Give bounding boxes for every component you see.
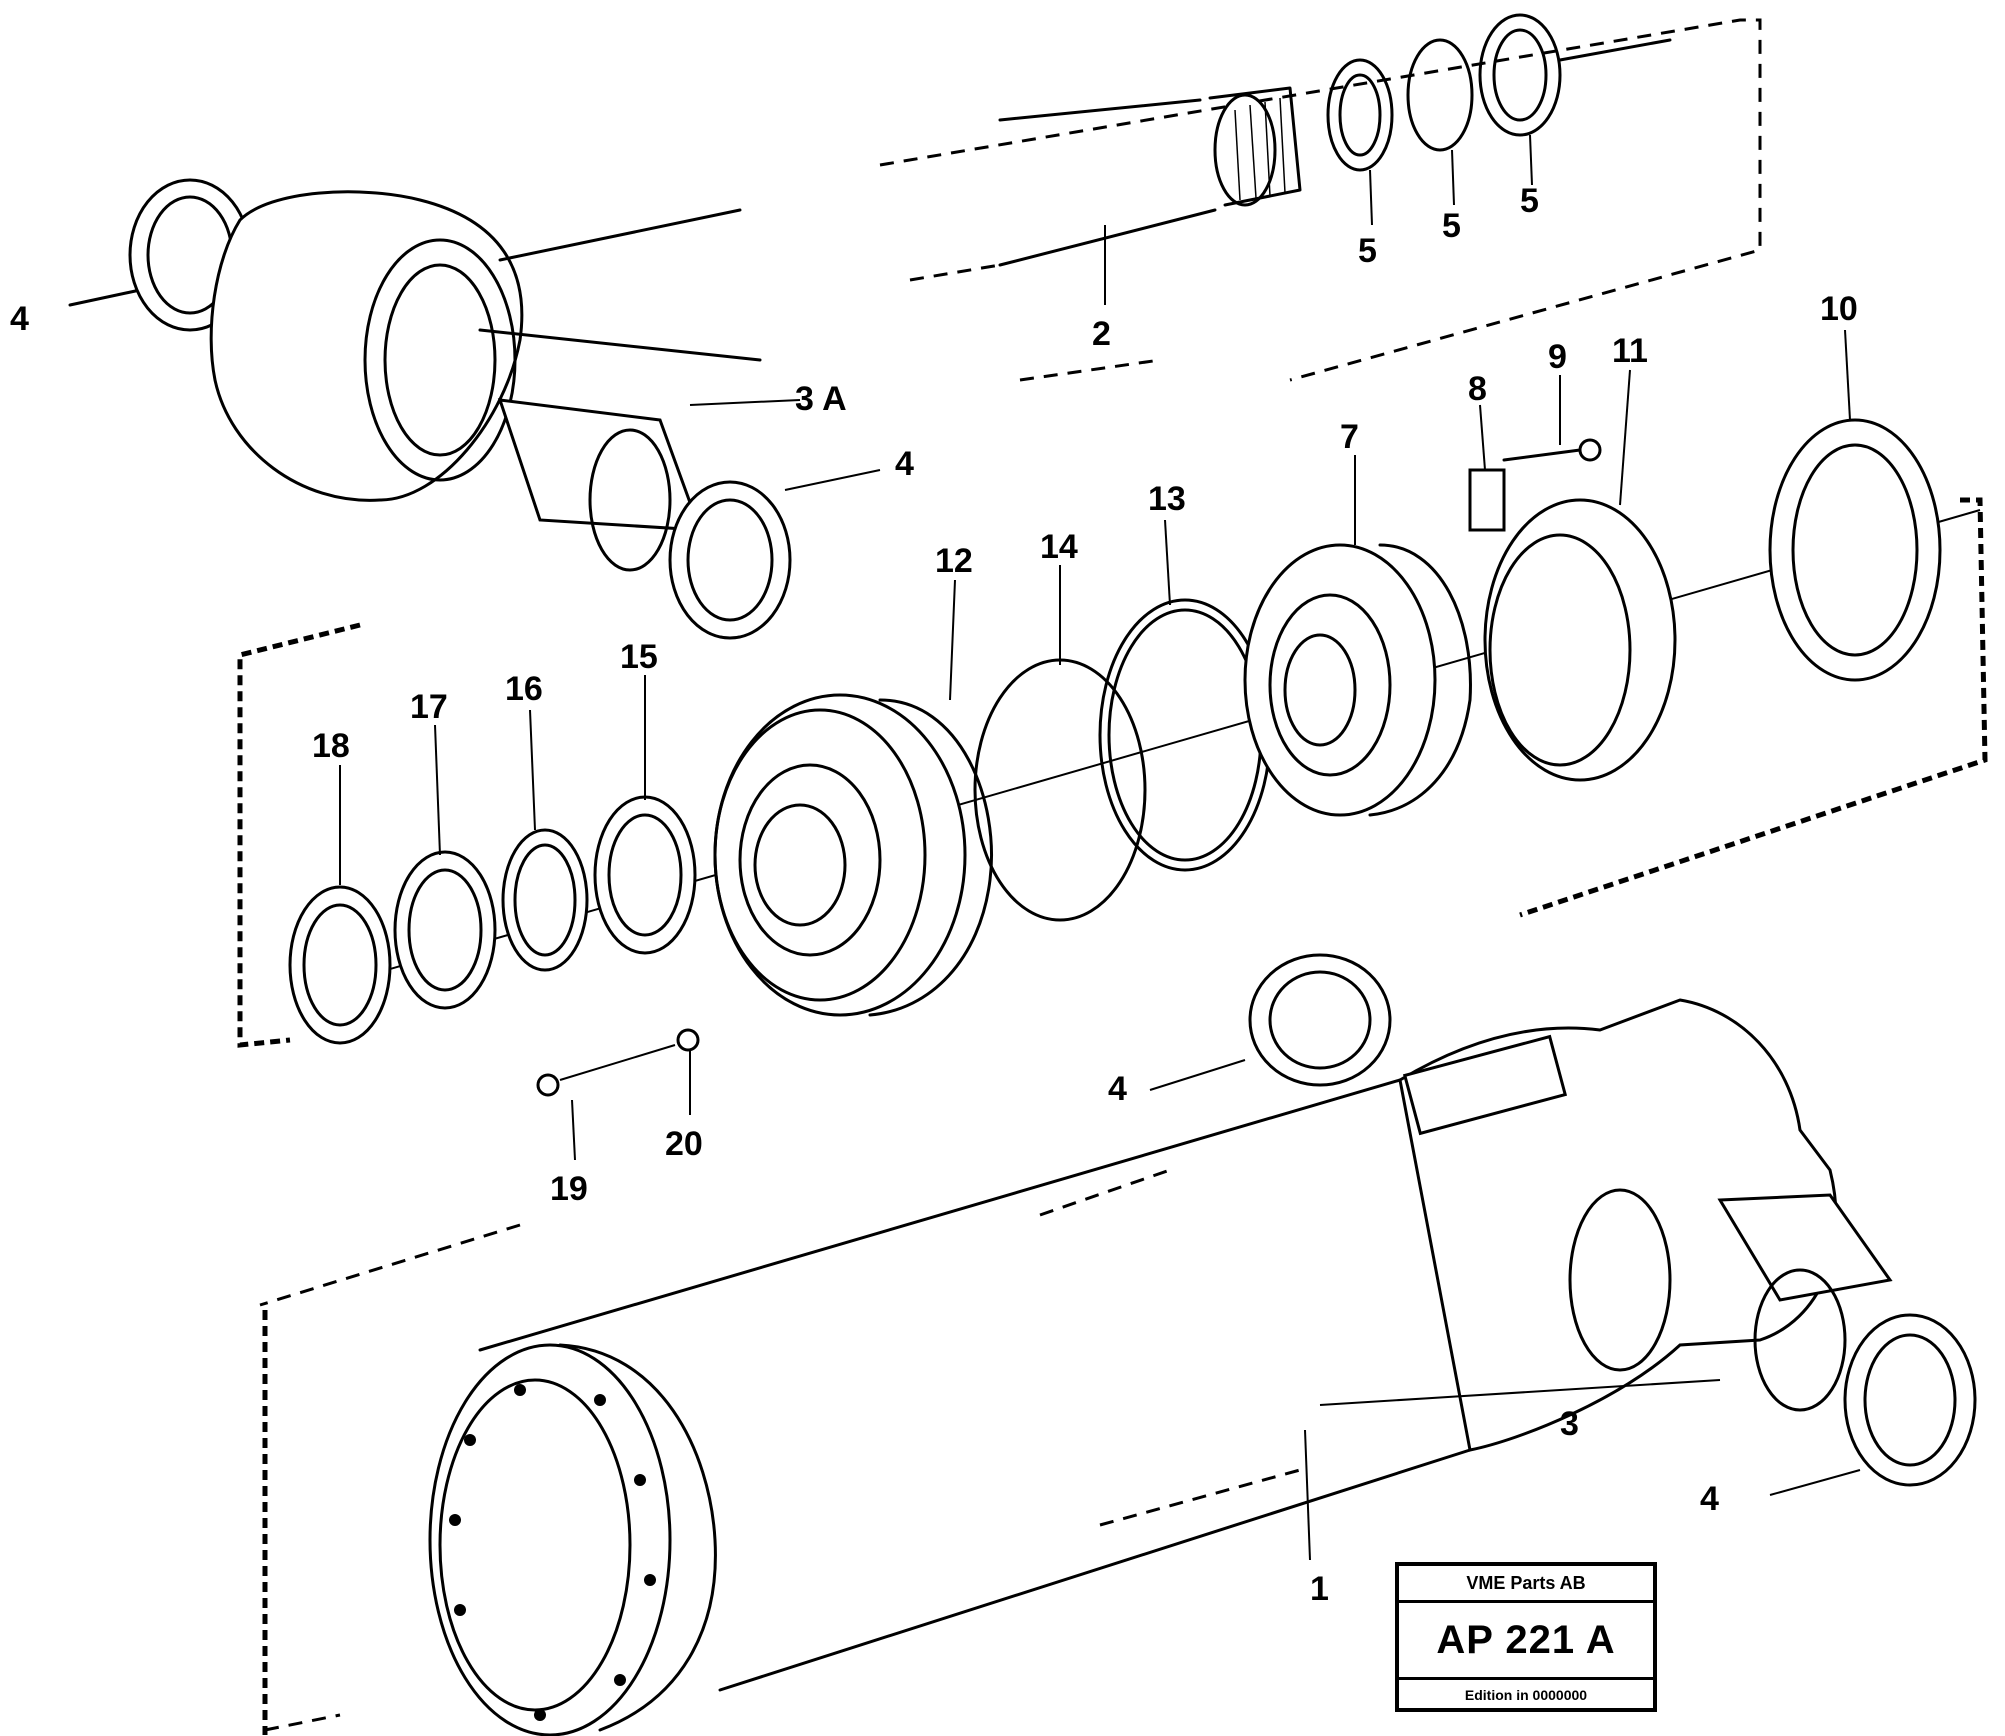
ring-5c	[1478, 13, 1562, 137]
title-block-note: Edition in 0000000	[1464, 1687, 1588, 1703]
callout-4-mid: 4	[895, 445, 914, 483]
title-block-code: AP 221 A	[1399, 1603, 1653, 1680]
callout-11: 11	[1612, 332, 1648, 370]
callout-3: 3	[1560, 1405, 1579, 1443]
piston-rod-assembly	[879, 13, 1762, 382]
title-block-company: VME Parts AB	[1399, 1566, 1653, 1603]
callout-20: 20	[665, 1125, 703, 1163]
grease-block	[1402, 1034, 1568, 1136]
callout-14: 14	[1040, 528, 1078, 566]
callout-3a: 3 A	[795, 380, 847, 418]
callout-5a: 5	[1358, 232, 1377, 270]
part-20	[676, 1028, 700, 1052]
callout-1: 1	[1310, 1570, 1329, 1608]
callout-5c: 5	[1520, 182, 1539, 220]
ring-17	[393, 850, 497, 1010]
callout-13: 13	[1148, 480, 1186, 518]
callout-19: 19	[550, 1170, 588, 1208]
callout-17: 17	[410, 688, 448, 726]
callout-9: 9	[1548, 338, 1567, 376]
callout-5b: 5	[1442, 207, 1461, 245]
tube-bolt-holes	[449, 1384, 656, 1721]
ring-5a	[1326, 58, 1394, 172]
piston-assembly	[237, 329, 1988, 1161]
bolt-8	[1468, 468, 1506, 532]
callout-15: 15	[620, 638, 658, 676]
ring-5b	[1406, 38, 1474, 152]
bushing-3	[1717, 1193, 1893, 1302]
callout-4-topleft: 4	[10, 300, 29, 338]
ring-11	[1483, 498, 1677, 782]
cylinder-tube-assembly	[259, 953, 1977, 1736]
ring-13	[1098, 598, 1272, 872]
ring-18	[288, 885, 392, 1045]
callout-10: 10	[1820, 290, 1858, 328]
callout-7: 7	[1340, 418, 1359, 456]
callout-8: 8	[1468, 370, 1487, 408]
callout-18: 18	[312, 727, 350, 765]
seal-ring-4-mid	[668, 480, 792, 640]
drawing-title-block: VME Parts AB AP 221 A Edition in 0000000	[1395, 1562, 1657, 1712]
callout-16: 16	[505, 670, 543, 708]
rod-eye-assembly	[68, 178, 881, 640]
callout-labels: 1 2 3 3 A 4 4 4 4 5 5 5 7 8 9 10 11 12 1…	[10, 182, 1858, 1608]
ring-16	[501, 828, 589, 972]
seal-10	[1768, 418, 1942, 682]
ring-14	[973, 658, 1147, 922]
tube-open-end	[428, 1343, 672, 1736]
nut-9	[1578, 438, 1602, 462]
callout-2: 2	[1092, 315, 1111, 353]
part-19	[536, 1073, 560, 1097]
callout-4-bottom: 4	[1700, 1480, 1719, 1518]
cylinder-clevis	[1398, 998, 1838, 1452]
callout-4-right: 4	[1108, 1070, 1127, 1108]
callout-12: 12	[935, 542, 973, 580]
